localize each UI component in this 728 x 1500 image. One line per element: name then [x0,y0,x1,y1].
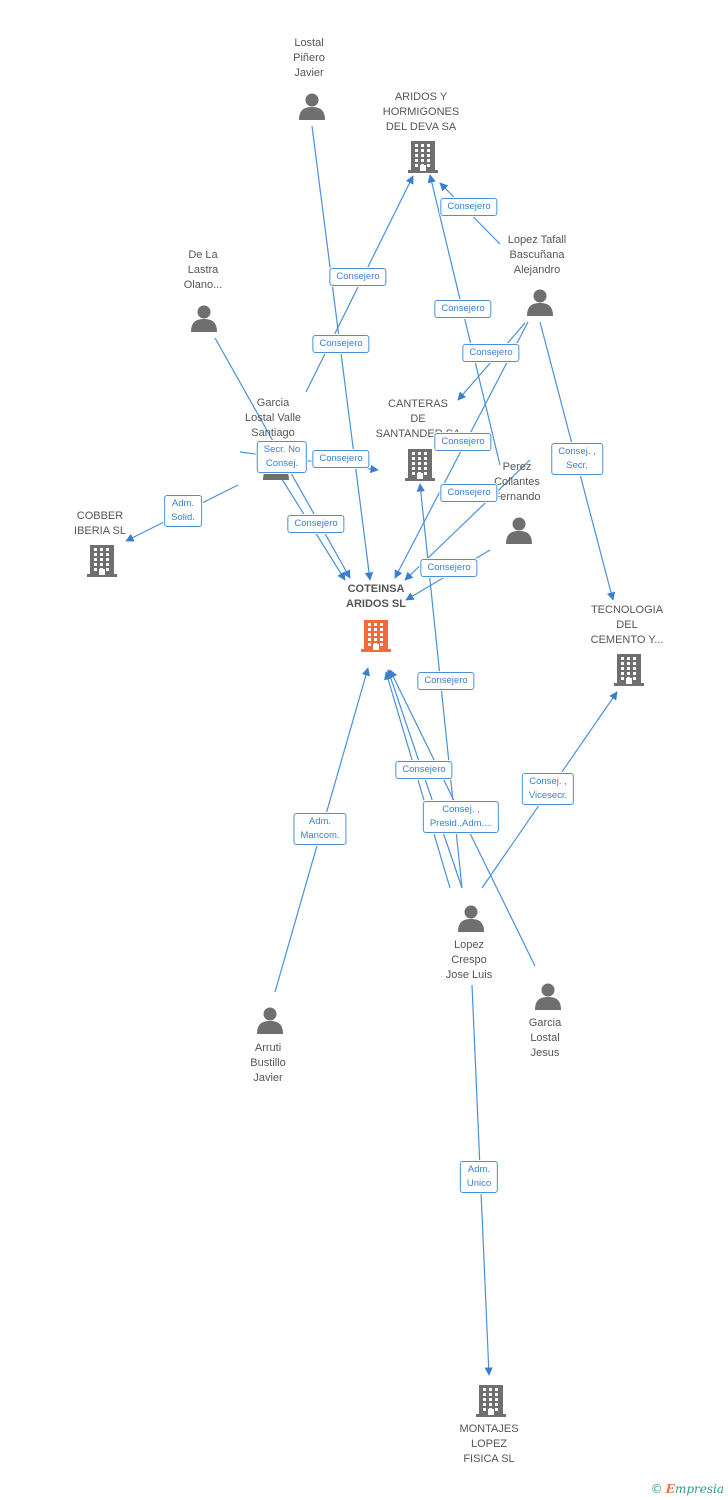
relation-label[interactable]: Consejero [440,484,498,502]
building-icon[interactable] [408,140,438,179]
relation-label[interactable]: Consejero [329,268,387,286]
node-label-lostal-pinero[interactable]: Lostal Piñero Javier [293,37,325,79]
empresia-logo: ©Empresia [651,1482,724,1496]
relation-edge [384,671,451,889]
building-icon[interactable] [476,1384,506,1423]
relation-edge [311,125,374,581]
relation-label[interactable]: Consejero [420,559,478,577]
relation-label[interactable]: Consej. , Presid.,Adm.... [422,801,500,833]
relation-label[interactable]: Adm. Unico [459,1161,499,1193]
person-icon[interactable] [256,1006,284,1039]
person-icon[interactable] [534,982,562,1015]
relation-label[interactable]: Consejero [312,450,370,468]
building-icon[interactable] [614,653,644,692]
node-label-garcia-lostal-jesus[interactable]: Garcia Lostal Jesus [528,1017,562,1059]
node-label-arruti[interactable]: Arruti Bustillo Javier [250,1042,286,1084]
node-label-coteinsa[interactable]: COTEINSA ARIDOS SL [346,583,406,610]
relation-label[interactable]: Adm. Solid. [164,495,202,527]
relation-label[interactable]: Adm. Mancom. [293,813,347,845]
relation-label[interactable]: Secr. No Consej. [256,441,308,473]
node-label-cobber[interactable]: COBBER IBERIA SL [74,510,126,537]
node-label-perez-collantes[interactable]: Perez Collantes Fernando [493,461,541,503]
brand-name-rest: mpresia [674,1482,724,1496]
relation-label[interactable]: Consejero [434,433,492,451]
node-label-montajes[interactable]: MONTAJES LOPEZ FISICA SL [459,1423,519,1465]
node-label-garcia-lostal-valle[interactable]: Garcia Lostal Valle Santiago [244,397,302,439]
relation-label[interactable]: Consej. , Secr. [551,443,603,475]
brand-initial: E [665,1482,675,1496]
person-icon[interactable] [526,288,554,321]
relation-label[interactable]: Consejero [312,335,370,353]
relation-label[interactable]: Consejero [462,344,520,362]
building-icon[interactable] [87,544,117,583]
node-label-lopez-crespo[interactable]: Lopez Crespo Jose Luis [445,939,493,981]
node-label-de-la-lastra[interactable]: De La Lastra Olano... [183,249,223,291]
person-icon[interactable] [457,904,485,937]
building-icon[interactable] [405,448,435,487]
relation-edge [427,174,501,466]
person-icon[interactable] [505,516,533,549]
node-label-lopez-tafall[interactable]: Lopez Tafall Bascuñana Alejandro [507,234,567,276]
relation-edge [386,669,463,889]
person-icon[interactable] [190,304,218,337]
copyright-symbol: © [650,1482,663,1496]
relation-label[interactable]: Consejero [440,198,498,216]
person-icon[interactable] [298,92,326,125]
node-label-aridos-deva[interactable]: ARIDOS Y HORMIGONES DEL DEVA SA [382,91,460,133]
relation-label[interactable]: Consejero [434,300,492,318]
relation-label[interactable]: Consejero [287,515,345,533]
relation-label[interactable]: Consejero [417,672,475,690]
relation-label[interactable]: Consej. , Vicesecr. [521,773,575,805]
node-label-tecnologia[interactable]: TECNOLOGIA DEL CEMENTO Y... [590,604,664,646]
building-icon[interactable] [361,619,391,658]
relation-label[interactable]: Consejero [395,761,453,779]
